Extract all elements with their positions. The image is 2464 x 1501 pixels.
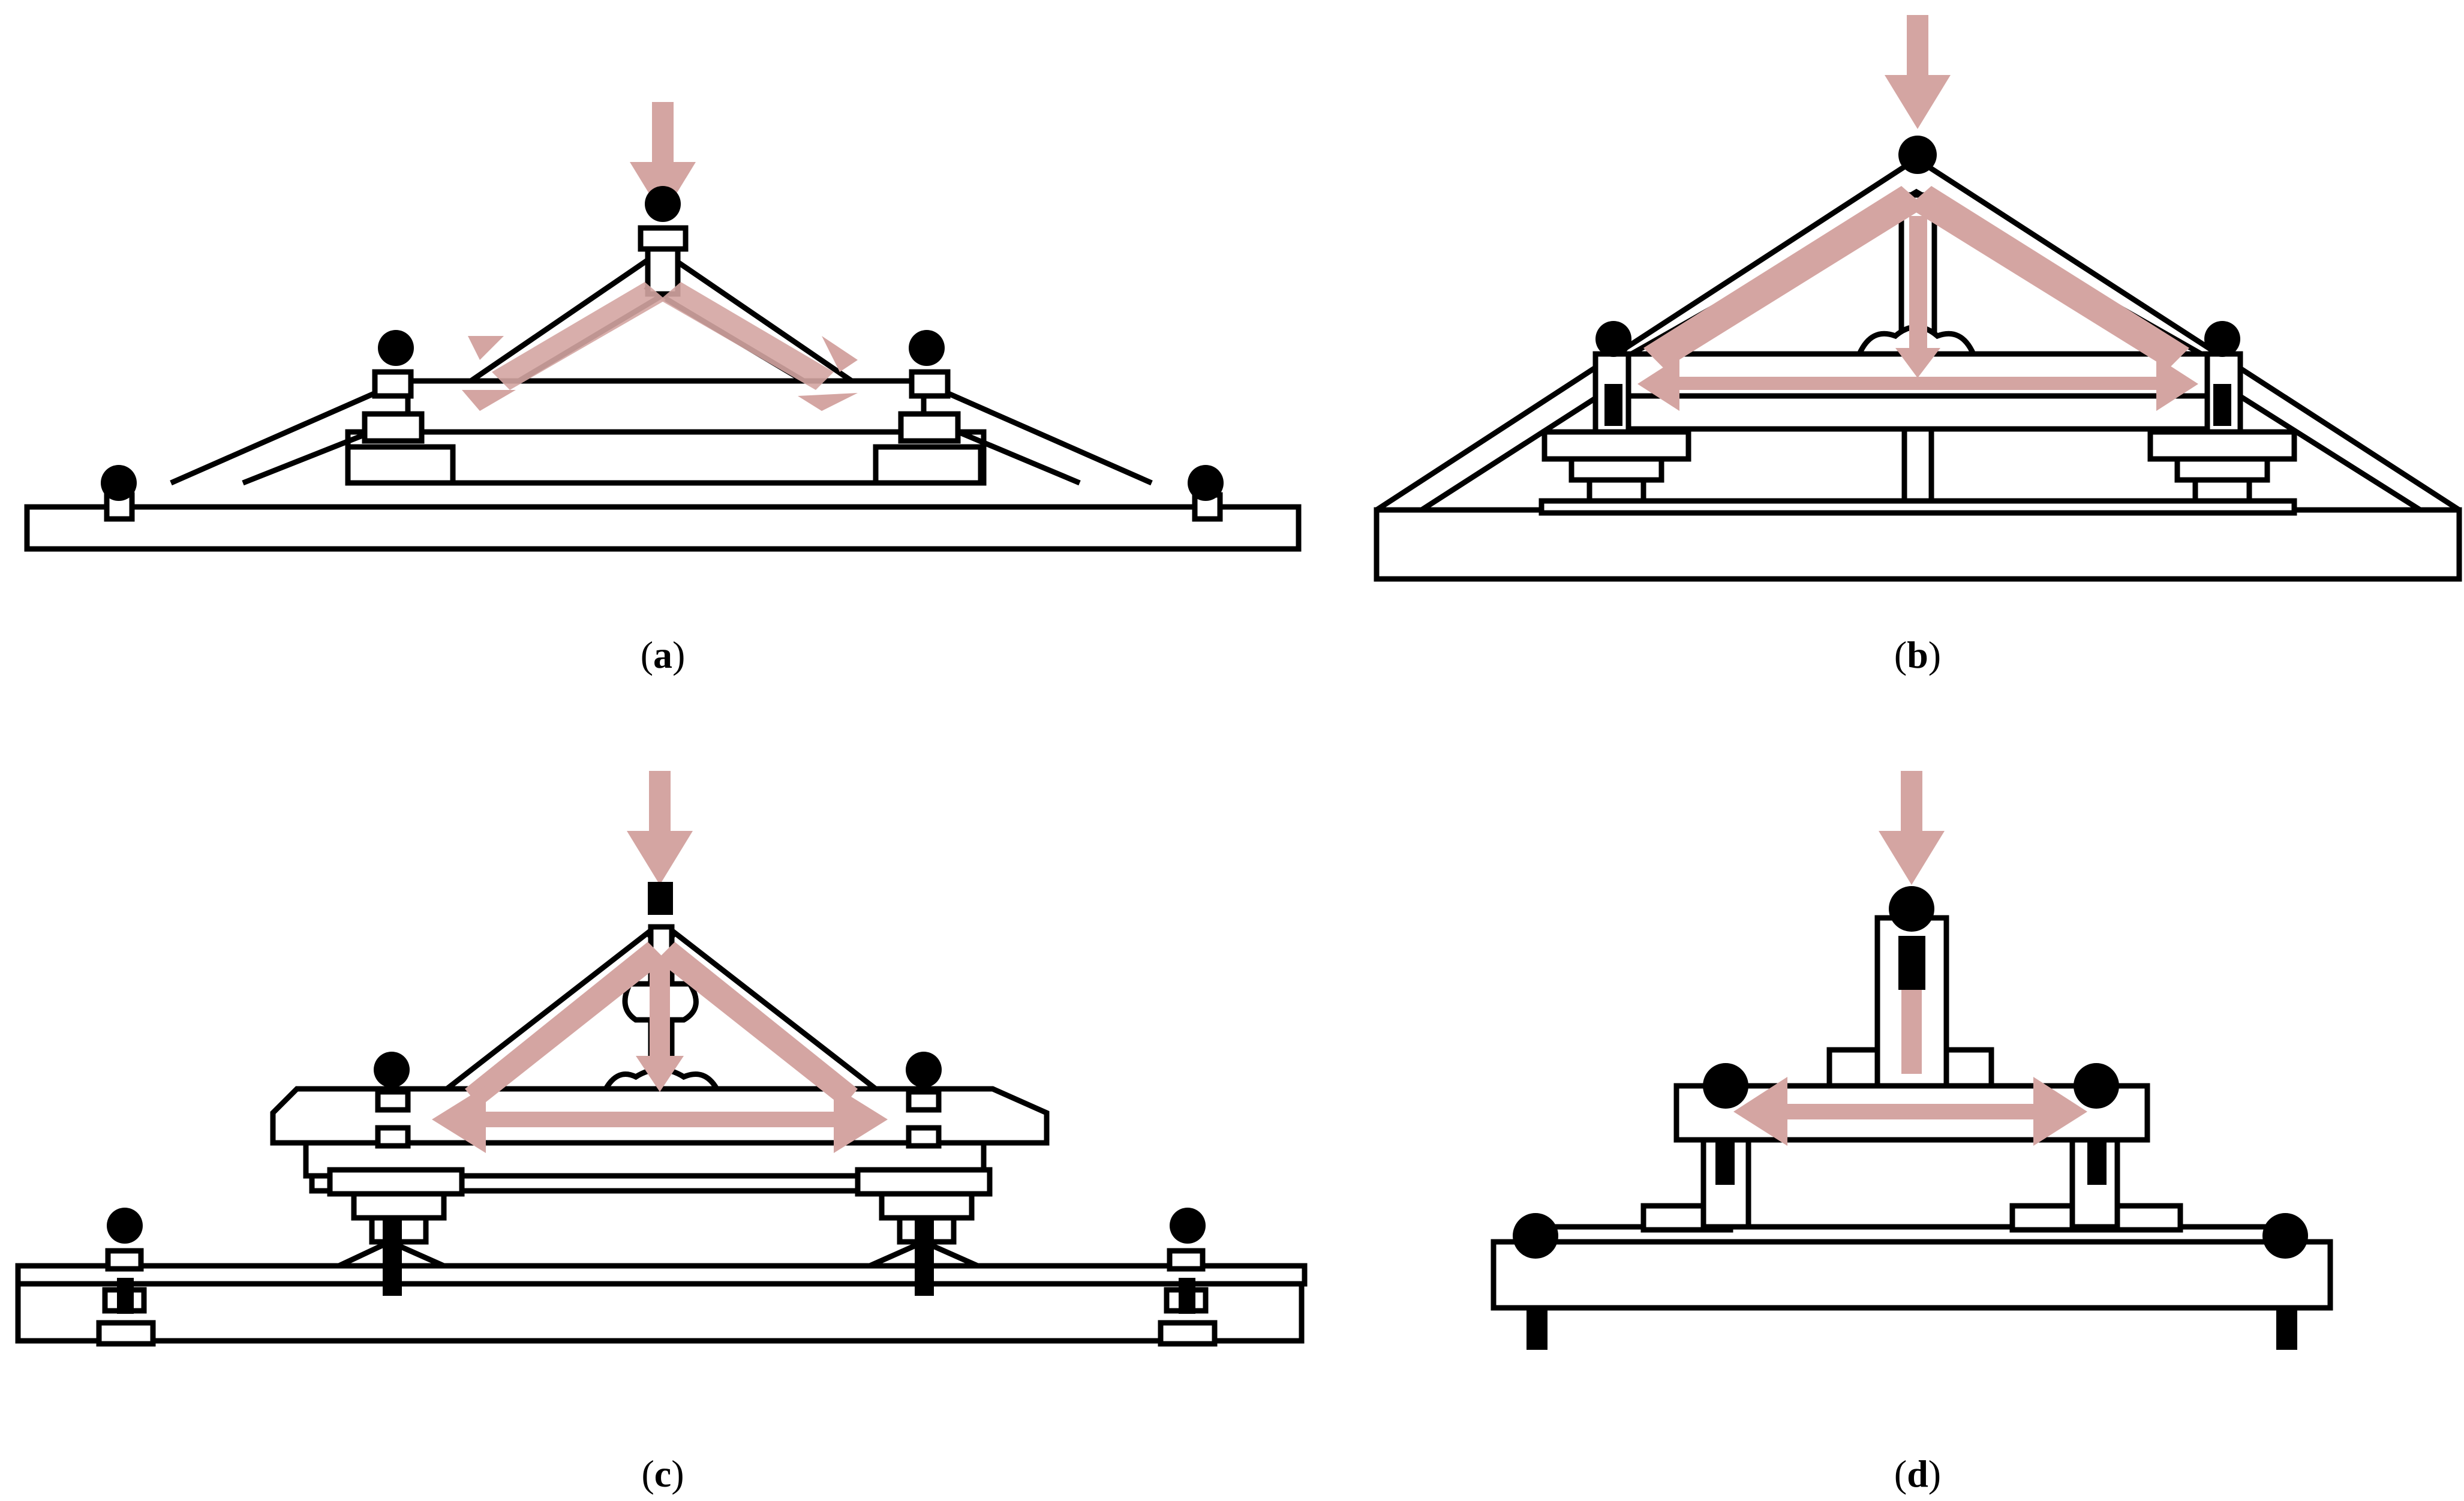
caption-a: (a) <box>640 634 686 676</box>
panel-a-upper-beam <box>405 378 927 435</box>
panel-d <box>1491 915 2333 1311</box>
caption-d: (d) <box>1894 1452 1942 1495</box>
panel-c-force-arrows <box>432 771 888 1153</box>
panel-b-force-arrows <box>1637 15 2198 411</box>
panel-a <box>24 225 1302 552</box>
panel-a-force-arrows <box>462 102 858 411</box>
panel-b-joints <box>1595 136 2240 426</box>
panel-c-ground-beam <box>15 1263 1308 1287</box>
panel-a-joints <box>101 186 1224 501</box>
panel-a-base-beam <box>24 504 1302 552</box>
panel-d-base-platform <box>1491 1239 2333 1311</box>
panel-a-left-rafter <box>462 254 679 384</box>
panel-c-joints <box>107 882 1206 1314</box>
panel-b-base-box <box>1374 507 2462 582</box>
panel-b-right-bracket <box>2147 351 2297 504</box>
panel-d-force-arrows <box>1733 771 2087 1146</box>
caption-c: (c) <box>641 1452 684 1495</box>
caption-b: (b) <box>1894 634 1942 676</box>
panel-b-left-bracket <box>1541 351 1691 504</box>
panel-d-joints <box>1513 886 2308 1350</box>
